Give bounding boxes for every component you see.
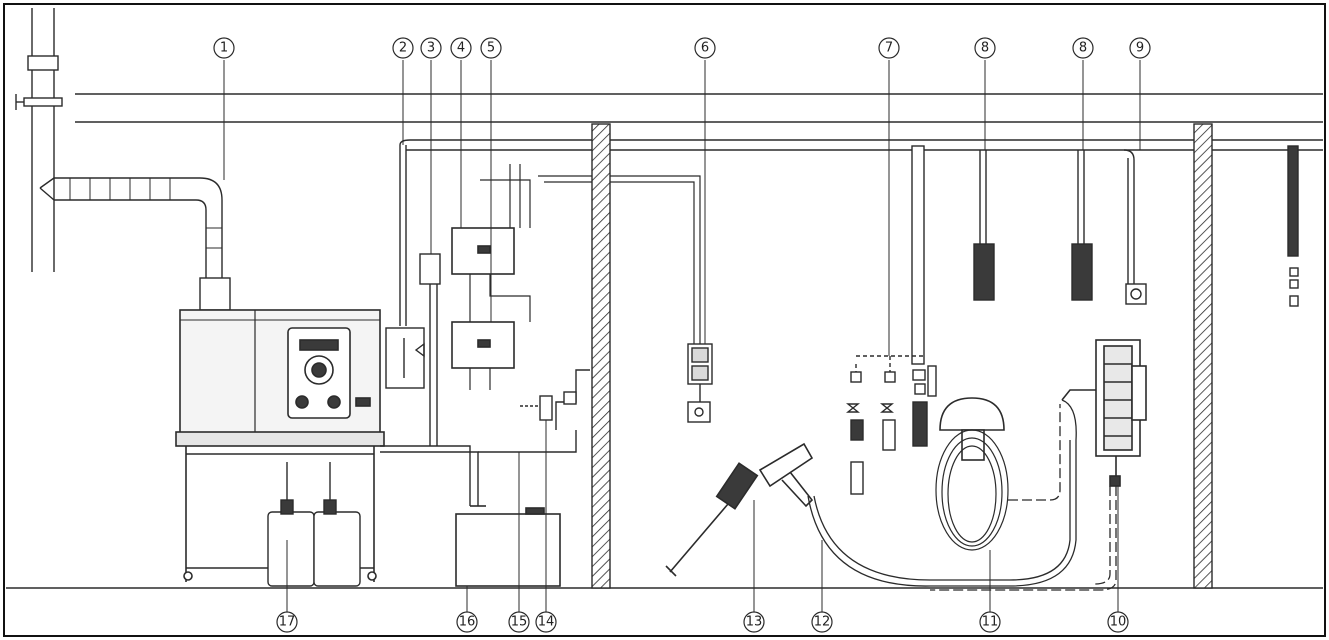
chimney (15, 8, 231, 311)
callout-label-14: 14 (538, 615, 555, 630)
control-station (687, 343, 713, 423)
callouts-bottom: 17 16 15 14 13 12 11 (276, 420, 1129, 633)
callout-label-1: 1 (220, 41, 228, 56)
callout-label-6: 6 (701, 41, 709, 56)
callout-6: 6 (694, 37, 716, 344)
wall-socket (1123, 149, 1147, 305)
callout-label-5: 5 (487, 41, 495, 56)
drop-pipe-right (1287, 145, 1299, 307)
wall-manifold-1 (973, 150, 995, 301)
callout-16: 16 (456, 586, 478, 633)
callout-3: 3 (420, 37, 442, 254)
callout-label-13: 13 (746, 615, 763, 630)
callout-4: 4 (450, 37, 472, 228)
callout-label-8a: 8 (981, 41, 989, 56)
callout-7: 7 (878, 37, 900, 356)
spray-gun (665, 442, 814, 577)
callout-5: 5 (480, 37, 502, 322)
supply-lines (380, 139, 1323, 506)
callout-17: 17 (276, 540, 298, 633)
callout-label-8b: 8 (1079, 41, 1087, 56)
hose-holder (935, 397, 1009, 551)
callout-label-4: 4 (457, 41, 465, 56)
callout-14: 14 (535, 420, 557, 633)
pressure-washer-unit (175, 309, 385, 582)
callout-8a: 8 (974, 37, 996, 150)
wall-left (591, 123, 611, 589)
callout-label-3: 3 (427, 41, 435, 56)
callout-11: 11 (979, 550, 1001, 633)
water-tank (455, 505, 561, 587)
drop-pipe (846, 145, 937, 495)
callout-label-9: 9 (1136, 41, 1144, 56)
callout-label-10: 10 (1110, 615, 1127, 630)
callout-label-11: 11 (982, 615, 999, 630)
callout-label-16: 16 (459, 615, 476, 630)
callout-label-17: 17 (279, 615, 296, 630)
callouts-top: 1 2 3 4 5 6 7 (213, 37, 1151, 356)
callout-8b: 8 (1072, 37, 1094, 150)
hose-lines (807, 399, 1117, 591)
callout-label-2: 2 (399, 41, 407, 56)
callout-label-7: 7 (885, 41, 893, 56)
frame-border (3, 3, 1326, 637)
detergent-canisters (267, 462, 361, 587)
hose-reel (1061, 339, 1147, 487)
callout-1: 1 (213, 37, 235, 180)
wall-manifold-2 (1071, 150, 1093, 301)
callout-15: 15 (508, 452, 530, 633)
callout-2: 2 (392, 37, 414, 145)
ceiling (75, 93, 1323, 123)
callout-13: 13 (743, 500, 765, 633)
water-tap (520, 369, 590, 430)
callout-9: 9 (1129, 37, 1151, 150)
control-boxes (451, 164, 701, 390)
callout-label-12: 12 (814, 615, 831, 630)
wall-right (1193, 123, 1213, 589)
callout-10: 10 (1107, 486, 1129, 633)
callout-label-15: 15 (511, 615, 528, 630)
callout-12: 12 (811, 540, 833, 633)
